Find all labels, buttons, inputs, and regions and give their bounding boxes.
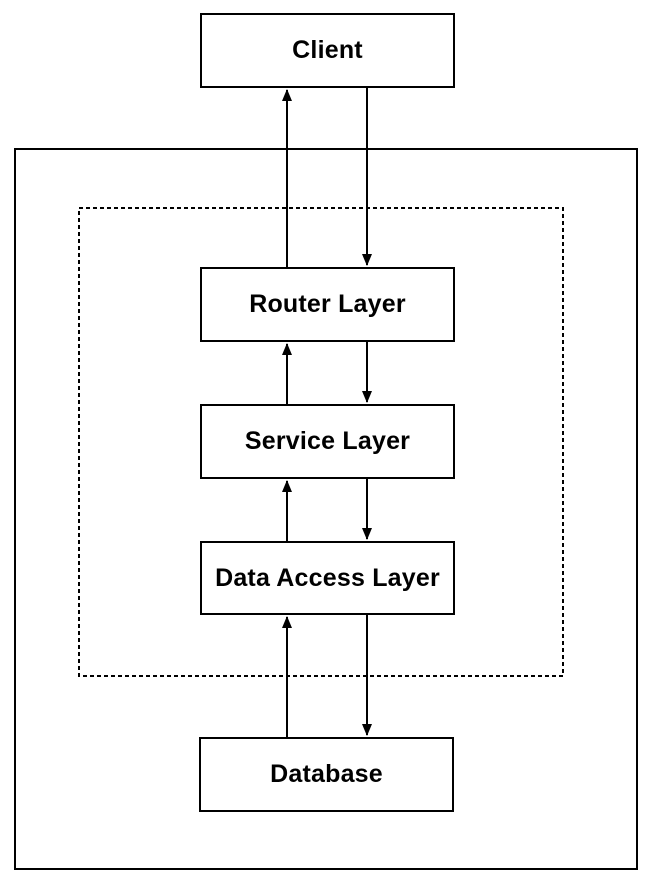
node-data-access-layer: Data Access Layer [200,541,455,615]
node-router-layer: Router Layer [200,267,455,342]
node-router-layer-label: Router Layer [249,290,406,318]
node-database: Database [199,737,454,812]
node-data-access-layer-label: Data Access Layer [215,563,440,592]
dashed-boundary [78,207,564,677]
node-service-layer-label: Service Layer [244,427,411,455]
node-service-layer: Service Layer [200,404,455,479]
node-client-label: Client [292,36,363,64]
outer-boundary [14,148,638,870]
node-database-label: Database [270,760,383,788]
node-client: Client [200,13,455,88]
